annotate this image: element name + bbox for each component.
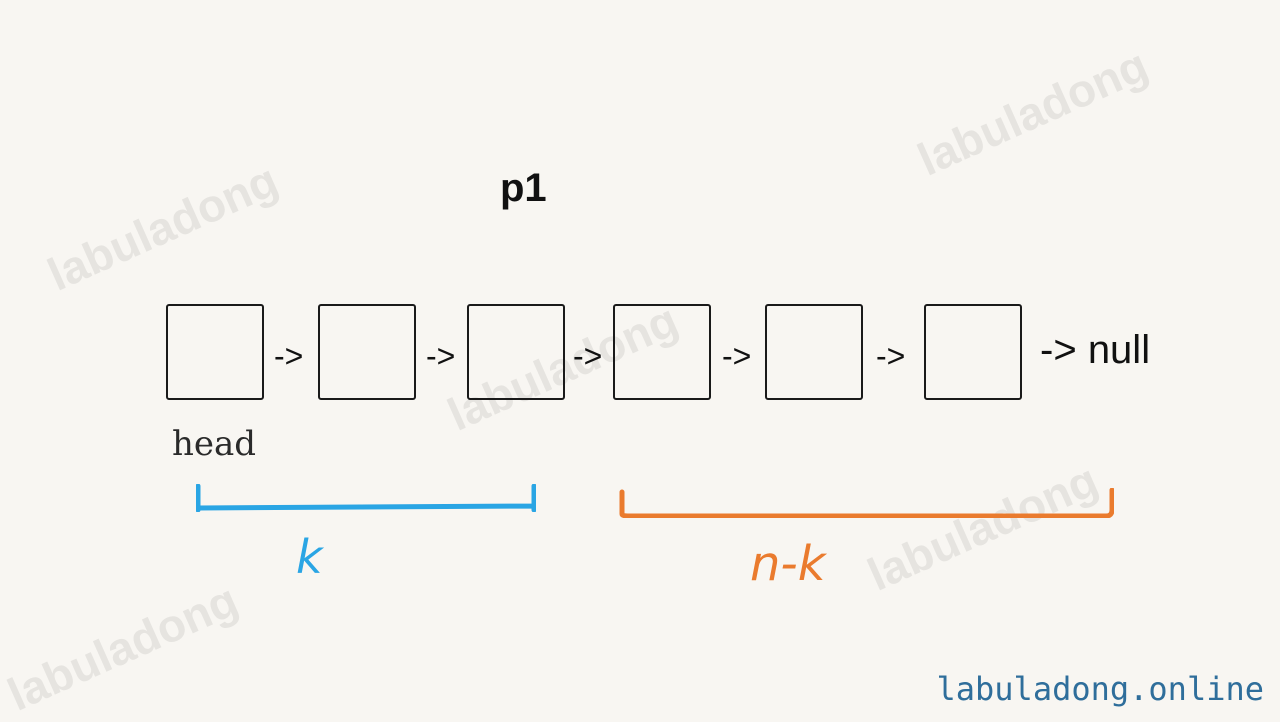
site-footer: labuladong.online bbox=[936, 670, 1264, 708]
watermark-5: labuladong bbox=[0, 573, 246, 721]
link-arrow-4: -> bbox=[722, 338, 752, 374]
link-arrow-5: -> bbox=[876, 338, 906, 374]
list-node-4 bbox=[613, 304, 711, 400]
tail-null: null bbox=[1087, 328, 1151, 372]
n-k-bracket bbox=[619, 488, 1114, 518]
segment-label-k: k bbox=[296, 530, 323, 584]
watermark-4: labuladong bbox=[860, 453, 1106, 601]
watermark-2: labuladong bbox=[910, 38, 1156, 186]
watermark-1: labuladong bbox=[40, 153, 286, 301]
link-arrow-1: -> bbox=[274, 338, 304, 374]
k-bracket bbox=[196, 484, 536, 512]
tail-arrow: -> bbox=[1040, 328, 1077, 372]
link-arrow-2: -> bbox=[426, 338, 456, 374]
list-node-5 bbox=[765, 304, 863, 400]
link-arrow-3: -> bbox=[573, 338, 603, 374]
list-node-6 bbox=[924, 304, 1022, 400]
segment-label-n-k: n-k bbox=[750, 536, 826, 592]
list-node-1 bbox=[166, 304, 264, 400]
head-label: head bbox=[172, 424, 257, 464]
list-node-2 bbox=[318, 304, 416, 400]
null-terminator: -> null bbox=[1040, 330, 1150, 370]
list-node-3 bbox=[467, 304, 565, 400]
pointer-label-p1: p1 bbox=[500, 166, 547, 210]
